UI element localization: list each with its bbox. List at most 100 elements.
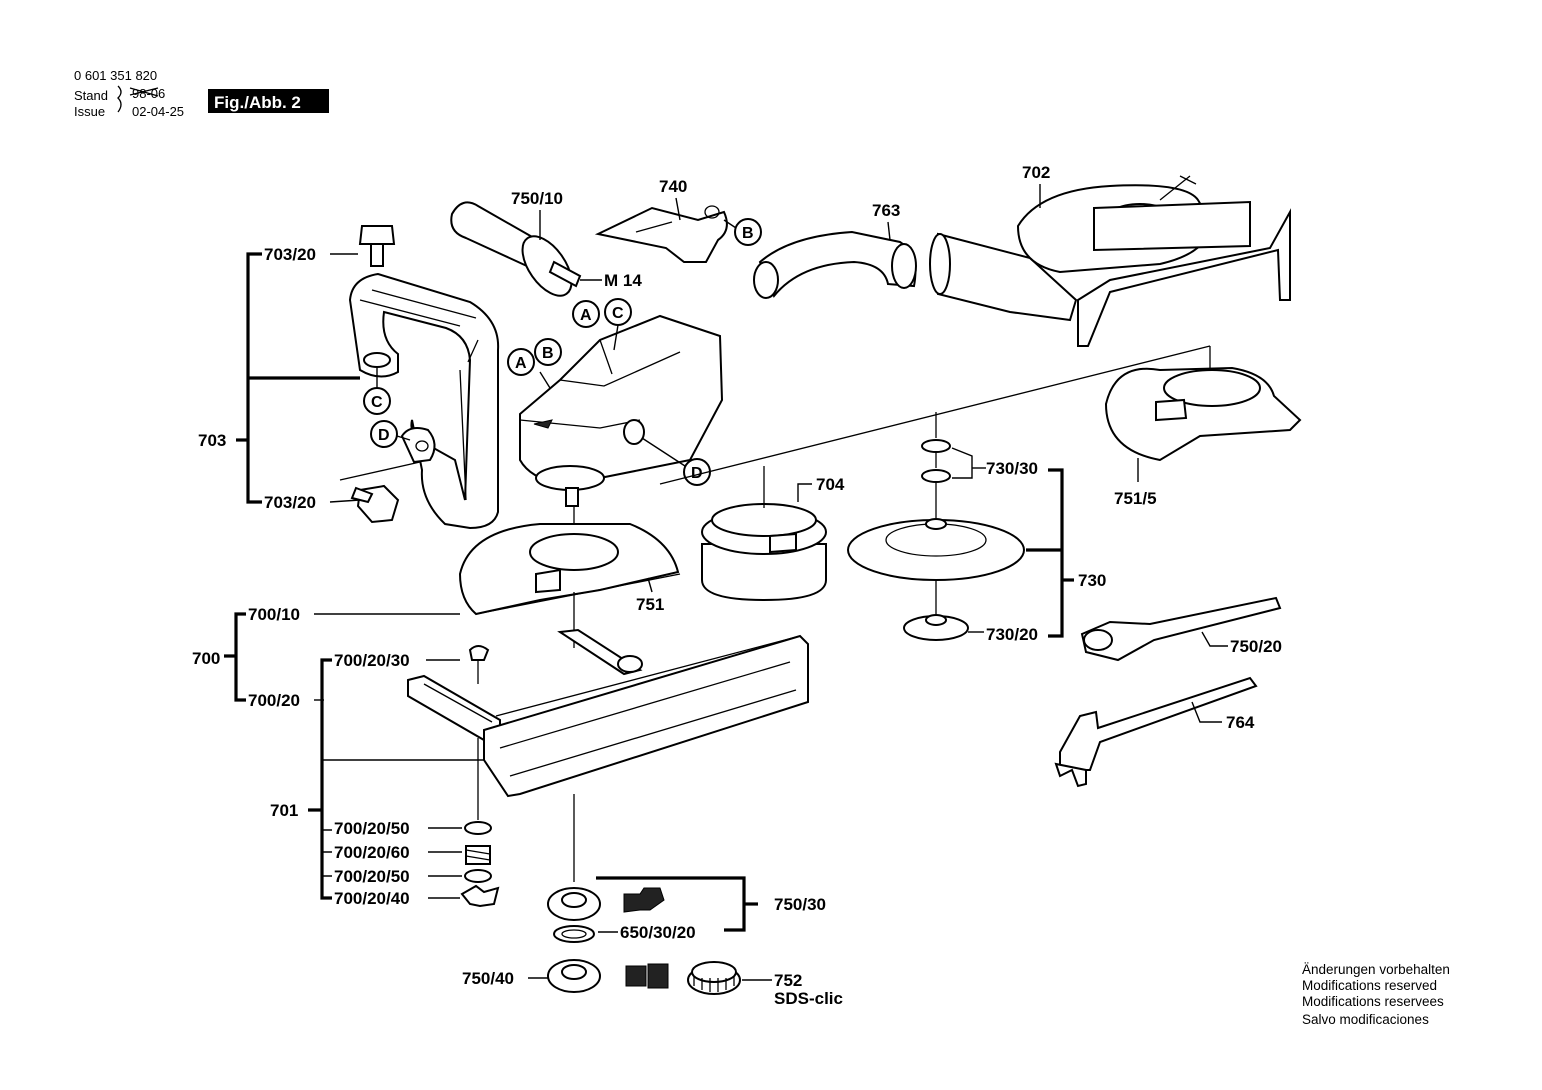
washer-700-20-50-b [464,869,492,883]
part-number: 0 601 351 820 [74,68,157,83]
bolt-shank-top [370,243,384,267]
leader-b2 [539,371,551,389]
note-french: Modifications reservees [1302,994,1444,1009]
leader-c1 [613,324,619,351]
guide-adjust-knob [617,655,643,673]
leader-763 [887,221,891,241]
brace-703 [246,252,360,504]
backing-pad-730 [847,439,1025,641]
leader-704 [797,483,812,502]
label-700-20-30: 700/20/30 [334,651,410,670]
tool-icon-left [625,965,647,987]
pin-wrench-750-20 [1080,596,1282,662]
svg-text:C: C [371,394,383,411]
wrench-750-20-head [1083,629,1113,651]
svg-text:A: A [580,307,592,324]
o-ring-inner [561,929,587,939]
issue-date: 02-04-25 [132,104,184,119]
svg-text:D: D [378,427,390,444]
marker-a1: A [572,300,600,328]
leader-d1 [396,435,411,441]
guard-751-clamp [535,568,561,594]
marker-a2: A [507,348,535,376]
label-704: 704 [816,475,845,494]
handle-hole [363,352,391,368]
hose-bend [758,230,917,298]
bolt-head-top [358,225,396,245]
extraction-guard-702 [1016,175,1291,347]
figure-label: Fig./Abb. 2 [214,93,301,112]
leader-703-20-bottom [329,499,361,503]
guard-751-5-ring [1163,369,1261,407]
label-730-30: 730/30 [986,459,1038,478]
bracket-slot [635,221,673,233]
screw-700-20-30-head [468,645,490,661]
label-740: 740 [659,177,687,196]
label-700-10: 700/10 [248,605,300,624]
collar-screw [769,532,797,554]
label-sds-clic: SDS-clic [774,989,843,1008]
label-700-20: 700/20 [248,691,300,710]
spring-coils [465,849,491,861]
label-700: 700 [192,649,220,668]
angle-grinder-body [519,314,724,507]
flange-730-20-hub [925,614,947,626]
brace-730 [1026,468,1064,638]
svg-text:B: B [742,225,754,242]
label-764: 764 [1226,713,1255,732]
wrench-750-20-body [1080,596,1282,662]
label-751: 751 [636,595,664,614]
bracket-740 [594,205,728,263]
leader-750-20 [1201,631,1228,647]
washer-730-30-a [921,439,951,453]
label-700-20-50-b: 700/20/50 [334,867,410,886]
label-750-10: 750/10 [511,189,563,208]
label-763: 763 [872,201,900,220]
wrench-hand-icon [623,887,665,913]
guard-spout [1159,175,1197,201]
quick-nut-top [691,961,737,983]
brace-701-ticks [322,829,332,877]
bracket-plate [594,206,728,263]
label-650-30-20: 650/30/20 [620,923,696,942]
note-german: Änderungen vorbehalten [1302,962,1450,977]
issue-label: Issue [74,104,105,119]
label-730: 730 [1078,571,1106,590]
grinder-thread-port [623,419,645,445]
flange-750-40-hub [561,964,587,980]
guard-751-rim [475,573,681,615]
adapter-mouth [929,233,951,295]
grinder-spindle [565,487,579,507]
handle-body [348,272,500,530]
wrench-type-icon-b [625,963,669,989]
washer-730-30-b [921,469,951,483]
label-703: 703 [198,431,226,450]
leader-730-30 [951,447,973,479]
wing-nut-700-20-40 [460,884,500,908]
note-spanish: Salvo modificaciones [1302,1012,1429,1027]
guard-751-5-clamp [1155,398,1188,422]
label-750-20: 750/20 [1230,637,1282,656]
flange-750-40 [547,959,601,993]
wheel-guard-751 [458,523,681,616]
washer-700-20-50-a [464,821,492,835]
flange-750-30-hub [561,892,587,908]
axis-guide [477,738,575,882]
assembly-axis-lines [339,345,1211,485]
figure-label-box [208,89,329,113]
bracket-hole [704,205,720,219]
brace-700 [224,612,246,702]
quick-nut-knurl [693,976,735,992]
label-702: 702 [1022,163,1050,182]
marker-d1: D [370,420,398,448]
label-701: 701 [270,801,298,820]
label-730-20: 730/20 [986,625,1038,644]
label-752: 752 [774,971,802,990]
guard-frame-top [1093,200,1251,252]
stand-label: Stand [74,88,108,103]
marker-b1: B [734,218,762,246]
leader-b1 [723,219,737,229]
leader-764 [1191,701,1222,723]
svg-text:B: B [542,345,554,362]
cutting-guide-700-20 [407,628,809,798]
